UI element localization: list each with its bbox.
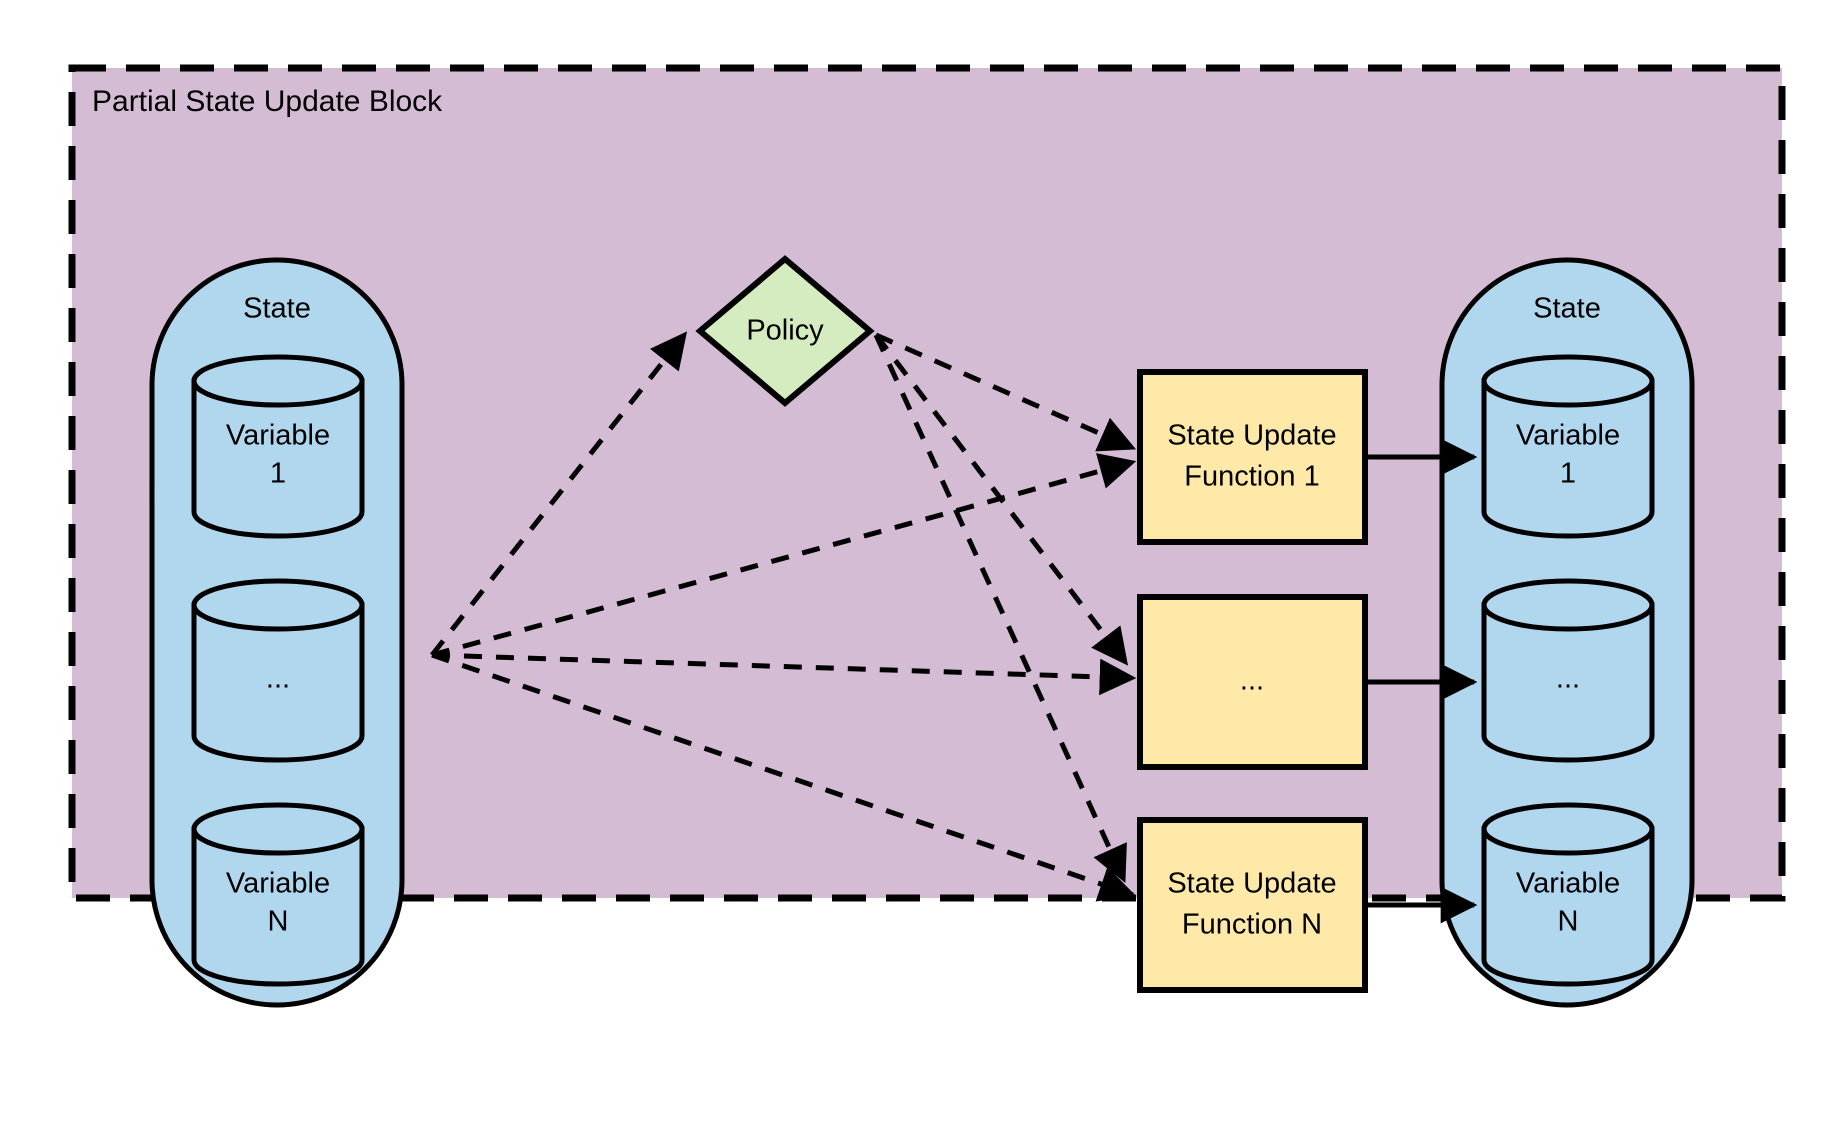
policy-label: Policy [746,315,824,347]
input-variable-1-line2: 1 [270,458,286,490]
output-variable-n-line2: N [1558,906,1579,938]
output-variable-n: Variable N [1481,802,1655,987]
output-variable-1-line1: Variable [1516,420,1620,452]
function-mid-line1: ... [1240,665,1264,697]
input-variable-1-line1: Variable [226,420,330,452]
output-variable-n-line1: Variable [1516,868,1620,900]
edge-state-to-policy [430,331,688,657]
edge-policy-to-function-1 [874,332,1137,452]
edge-policy-to-function-n [873,333,1127,884]
edge-state-to-function-n [431,652,1137,902]
input-variable-mid-line1: ... [266,663,290,695]
function-1-line2: Function 1 [1184,461,1319,493]
function-n-line2: Function N [1182,909,1322,941]
function-n-line1: State Update [1167,868,1336,900]
input-variable-mid: ... [191,578,365,763]
state-update-function-mid: ... [1137,594,1368,770]
output-variable-1: Variable 1 [1481,354,1655,539]
output-variable-mid: ... [1481,578,1655,763]
input-variable-n-line1: Variable [226,868,330,900]
output-state-label: State [1533,293,1601,325]
state-update-function-1: State Update Function 1 [1137,369,1368,545]
output-variable-mid-line1: ... [1556,663,1580,695]
function-1-line1: State Update [1167,420,1336,452]
input-variable-1: Variable 1 [191,354,365,539]
edge-state-to-function-mid [431,652,1137,696]
input-variable-n: Variable N [191,802,365,987]
input-variable-n-line2: N [268,906,289,938]
output-variable-1-line2: 1 [1560,458,1576,490]
state-update-function-n: State Update Function N [1137,817,1368,993]
edge-policy-to-function-mid [874,333,1129,666]
block-title: Partial State Update Block [92,85,443,118]
input-state-label: State [243,293,311,325]
policy-node: Policy [695,255,875,407]
edge-state-to-function-1 [431,453,1137,658]
